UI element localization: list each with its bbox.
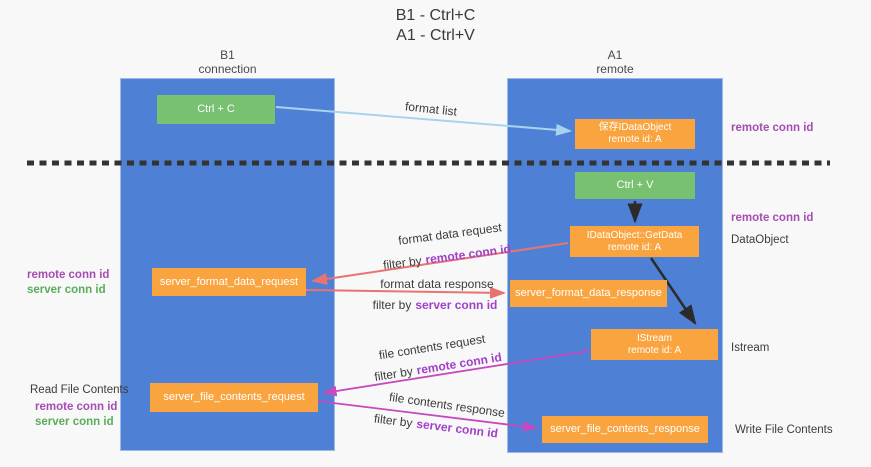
node-server-format-data-request: server_format_data_request: [152, 268, 306, 296]
node-idataobject-getdata-line1: IDataObject::GetData: [586, 229, 683, 241]
node-ctrl-v: Ctrl + V: [575, 172, 695, 199]
label-dataobject: DataObject: [731, 234, 789, 246]
node-server-format-data-response: server_format_data_response: [510, 280, 667, 307]
node-save-idataobject: 保存IDataObject remote id: A: [575, 119, 695, 149]
label-istream: Istream: [731, 342, 770, 354]
node-ctrl-v-label: Ctrl + V: [616, 179, 654, 191]
label-read-file-contents: Read File Contents: [30, 384, 129, 396]
node-server-file-contents-request: server_file_contents_request: [150, 383, 318, 412]
label-remote-conn-id-left-2: remote conn id: [35, 401, 118, 413]
diagram-title: B1 - Ctrl+C A1 - Ctrl+V: [0, 6, 871, 46]
lane-left-subtitle: connection: [198, 62, 257, 76]
label-server-conn-id-left-2: server conn id: [35, 416, 114, 428]
node-istream-line2: remote id: A: [627, 344, 682, 356]
node-server-file-contents-response: server_file_contents_response: [542, 416, 708, 443]
node-istream-line1: IStream: [636, 332, 672, 344]
title-line-1: B1 - Ctrl+C: [395, 7, 476, 24]
lane-header-left: B1 connection: [120, 48, 335, 76]
lane-left-title: B1: [220, 48, 235, 62]
label-remote-conn-id-top-right: remote conn id: [731, 122, 814, 134]
node-istream: IStream remote id: A: [591, 329, 718, 360]
lane-right-subtitle: remote: [596, 62, 634, 76]
title-line-2: A1 - Ctrl+V: [396, 27, 475, 44]
node-save-idataobject-line1: 保存IDataObject: [598, 122, 672, 133]
node-idataobject-getdata: IDataObject::GetData remote id: A: [570, 226, 699, 257]
node-save-idataobject-line2: remote id: A: [608, 134, 662, 145]
node-server-file-contents-request-label: server_file_contents_request: [163, 391, 305, 403]
node-idataobject-getdata-line2: remote id: A: [607, 241, 662, 253]
edge-label-format-list: format list: [404, 99, 458, 119]
lane-right-title: A1: [607, 48, 623, 62]
node-server-format-data-request-label: server_format_data_request: [159, 275, 299, 288]
label-write-file-contents: Write File Contents: [735, 424, 833, 436]
node-ctrl-c: Ctrl + C: [157, 95, 275, 124]
label-remote-conn-id-mid-right: remote conn id: [731, 212, 814, 224]
label-remote-conn-id-left-1: remote conn id: [27, 269, 110, 281]
node-server-format-data-response-label: server_format_data_response: [515, 287, 662, 299]
label-server-conn-id-left-1: server conn id: [27, 284, 106, 296]
lane-header-right: A1 remote: [507, 48, 723, 76]
node-ctrl-c-label: Ctrl + C: [197, 103, 235, 115]
edge-label-format-data-response: format data response: [380, 277, 494, 291]
node-server-file-contents-response-label: server_file_contents_response: [550, 423, 700, 435]
